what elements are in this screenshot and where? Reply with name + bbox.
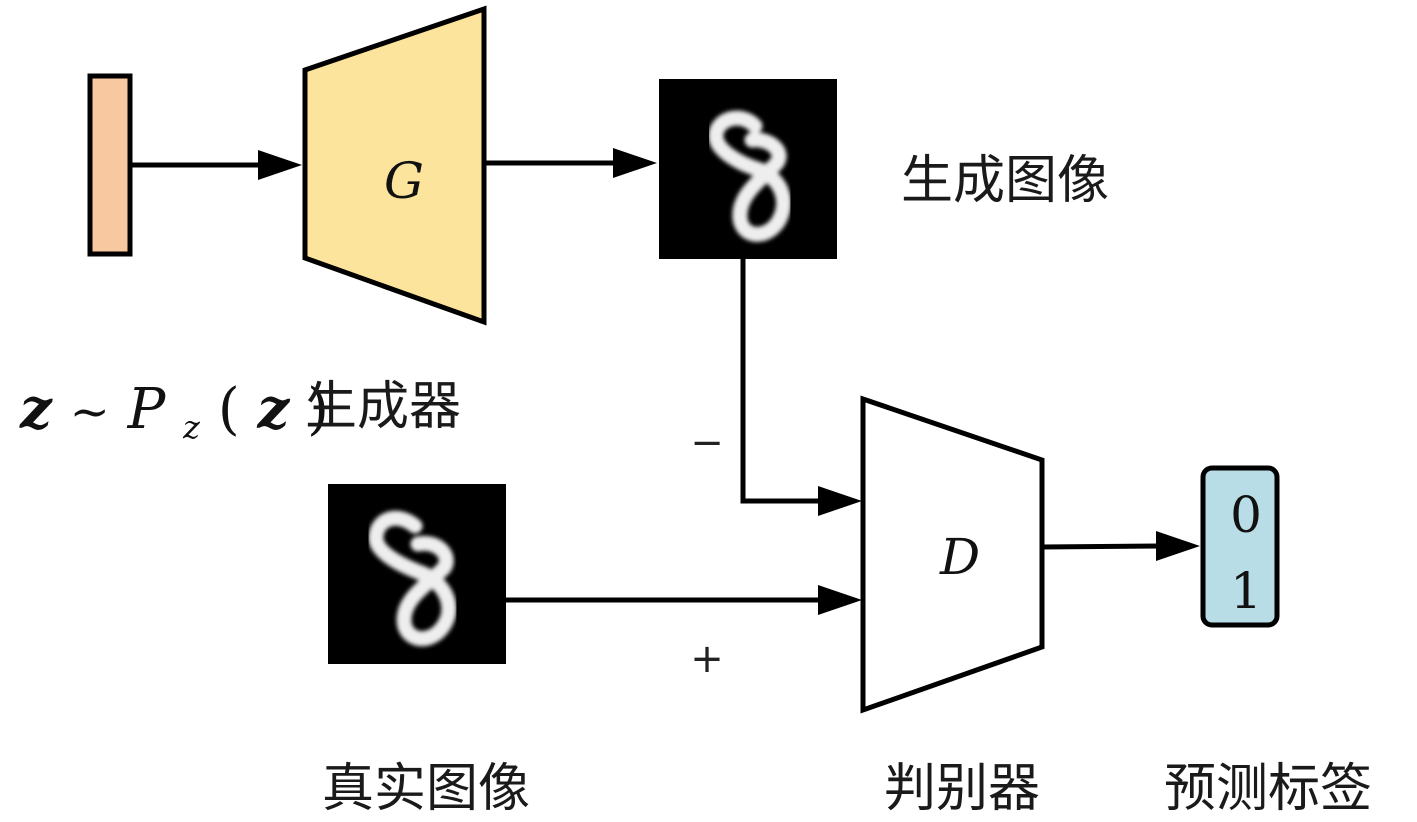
arrow-discriminator-to-output bbox=[1041, 543, 1161, 550]
real-digit-eight bbox=[368, 510, 457, 647]
arrowhead-discriminator-to-output bbox=[1156, 531, 1200, 561]
output-value-1: 1 bbox=[1230, 562, 1262, 620]
discriminator-block bbox=[860, 395, 1045, 714]
predicted-label-caption: 预测标签 bbox=[1164, 759, 1372, 819]
arrowhead-generator-to-image bbox=[613, 148, 657, 178]
output-value-0: 0 bbox=[1230, 486, 1262, 544]
arrow-generated-to-discriminator bbox=[740, 259, 823, 504]
arrowhead-latent-to-generator bbox=[258, 150, 302, 180]
generator-block bbox=[302, 5, 487, 326]
generator-symbol: G bbox=[384, 152, 424, 210]
real-image-label: 真实图像 bbox=[322, 759, 530, 819]
output-label-box bbox=[1200, 465, 1280, 628]
real-sign: + bbox=[690, 636, 724, 682]
discriminator-symbol: D bbox=[939, 528, 980, 586]
generator-label: 生成器 bbox=[305, 377, 461, 437]
fake-sign: − bbox=[690, 420, 724, 466]
latent-distribution-label: z ~ P z ( z ) bbox=[19, 376, 329, 452]
arrowhead-generated-to-discriminator bbox=[818, 486, 862, 516]
discriminator-label: 判别器 bbox=[884, 759, 1040, 819]
latent-vector-box bbox=[87, 73, 133, 257]
arrowhead-real-to-discriminator bbox=[818, 585, 862, 615]
real-image bbox=[328, 484, 506, 664]
generated-digit-eight bbox=[708, 110, 792, 242]
generated-image bbox=[659, 79, 837, 259]
generated-image-label: 生成图像 bbox=[901, 151, 1109, 211]
